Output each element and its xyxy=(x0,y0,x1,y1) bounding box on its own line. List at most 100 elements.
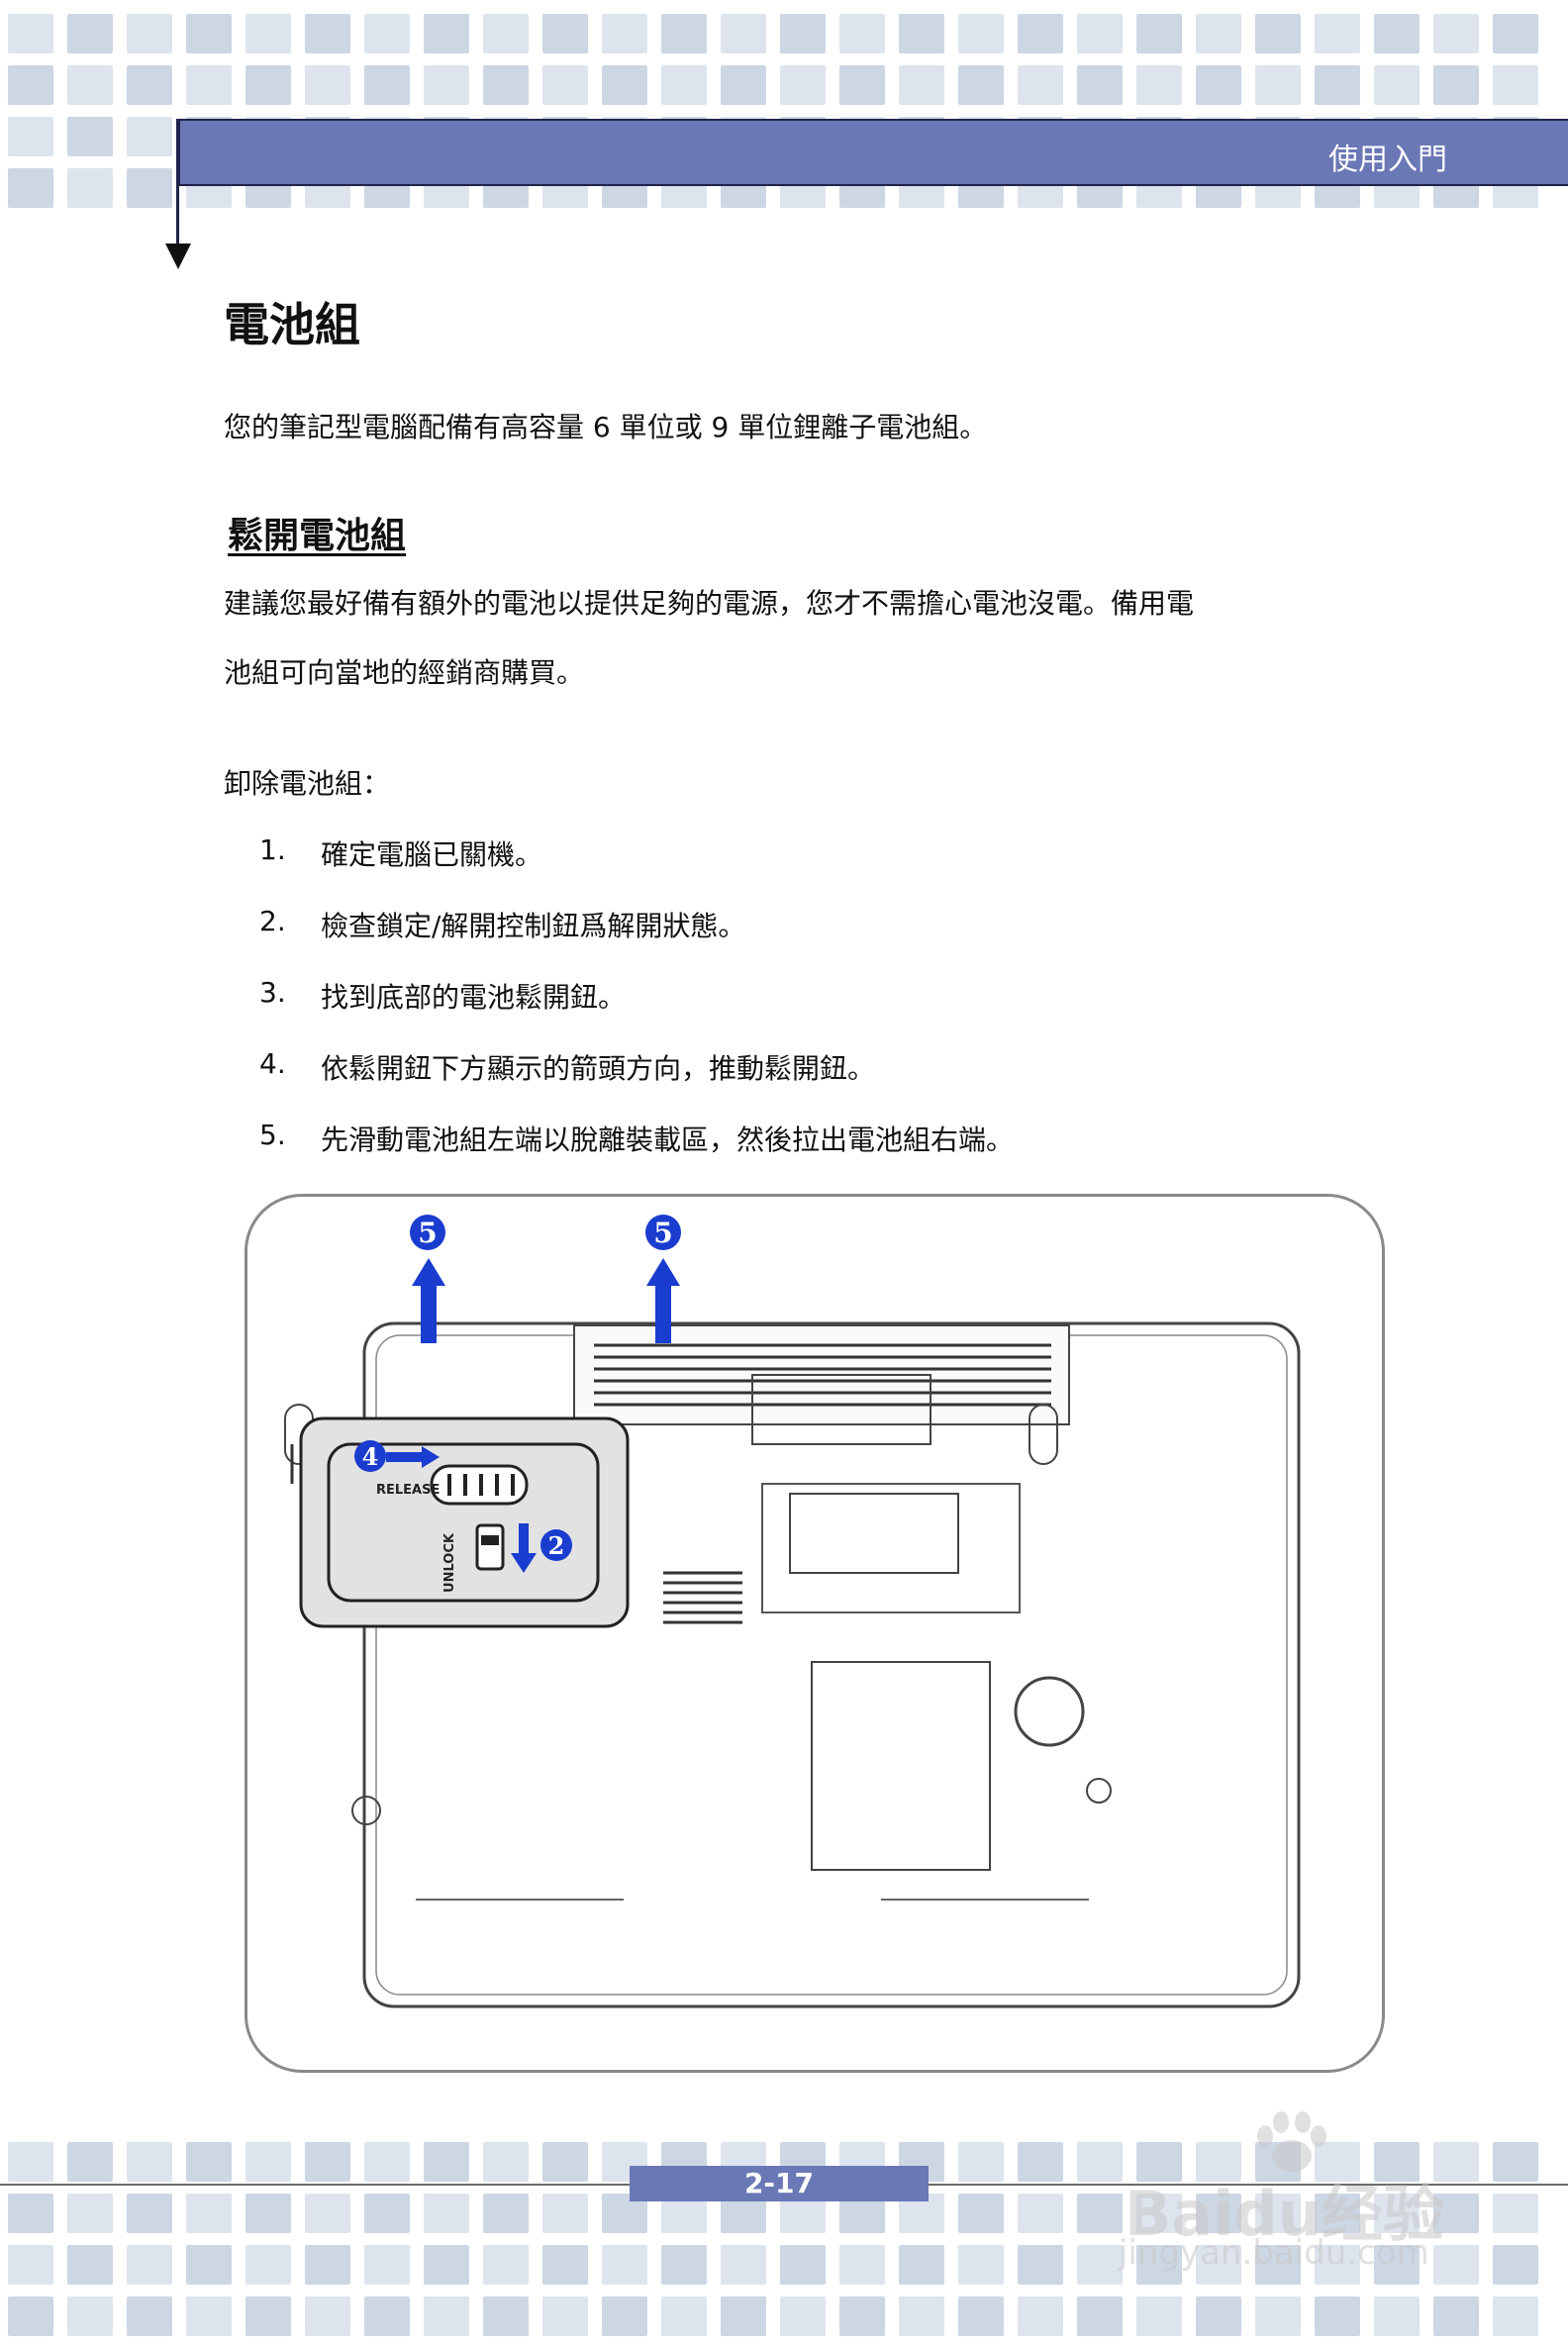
decor-tile xyxy=(542,2296,588,2336)
list-item: 1. 確定電腦已關機。 xyxy=(259,833,542,873)
step-number: 4. xyxy=(259,1047,286,1080)
decor-tile xyxy=(602,2296,647,2336)
decor-tile xyxy=(67,117,113,156)
decor-tile xyxy=(1136,14,1182,53)
decor-tile xyxy=(1136,2194,1182,2233)
decor-tile xyxy=(186,2194,232,2233)
step-number: 2. xyxy=(259,905,286,937)
decor-tile xyxy=(1077,14,1123,53)
decor-tile xyxy=(721,14,766,53)
battery-release-figure: 5 5 xyxy=(245,1194,1385,2073)
decor-tile xyxy=(127,14,172,53)
decor-tile xyxy=(1493,2194,1538,2233)
decor-tile xyxy=(186,2296,232,2336)
decor-tile xyxy=(1196,2194,1241,2233)
decor-tile xyxy=(245,2194,291,2233)
decor-tile xyxy=(127,2296,172,2336)
subheading: 鬆開電池組 xyxy=(228,516,407,556)
laptop-bottom-illustration: 5 5 xyxy=(284,1215,1301,2008)
decor-tile xyxy=(305,14,350,53)
decor-tile xyxy=(780,65,826,105)
watermark-text: Baidu经验 xyxy=(1125,2178,1444,2250)
decor-tile xyxy=(1077,65,1123,105)
page-number: 2-17 xyxy=(630,2166,929,2201)
decor-tile xyxy=(1255,2296,1301,2336)
decor-tile xyxy=(839,2245,885,2285)
decor-tile xyxy=(1374,2245,1420,2285)
decor-tile xyxy=(839,14,885,53)
decor-tile xyxy=(186,14,232,53)
decor-tile xyxy=(483,2142,529,2182)
callout-5-left: 5 xyxy=(410,1215,445,1250)
decor-tile xyxy=(602,65,647,105)
decor-tile xyxy=(364,2296,410,2336)
release-right-arrow-icon xyxy=(386,1446,440,1468)
decor-tile xyxy=(424,2296,469,2336)
decor-tile xyxy=(305,2296,350,2336)
decor-tile xyxy=(245,2142,291,2182)
decor-tile xyxy=(1077,2194,1123,2233)
decor-tile xyxy=(780,2296,826,2336)
decor-tile xyxy=(1374,14,1420,53)
intro-text: 您的筆記型電腦配備有高容量 6 單位或 9 單位鋰離子電池組。 xyxy=(224,411,988,443)
step-text: 檢查鎖定/解開控制鈕爲解開狀態。 xyxy=(321,910,746,942)
decor-tile xyxy=(424,2245,469,2285)
decor-tile xyxy=(780,14,826,53)
decor-tile xyxy=(1433,2142,1479,2182)
decor-tile xyxy=(364,2142,410,2182)
speaker xyxy=(1014,1676,1085,1747)
decor-tile xyxy=(958,2296,1004,2336)
decor-tile xyxy=(780,2245,826,2285)
decor-tile xyxy=(899,2245,944,2285)
decor-tile xyxy=(424,65,469,105)
decor-tile xyxy=(1493,2142,1538,2182)
step-text: 找到底部的電池鬆開鈕。 xyxy=(321,981,627,1014)
decor-tile xyxy=(1433,2296,1479,2336)
decor-tile xyxy=(839,65,885,105)
decor-tile xyxy=(245,2245,291,2285)
decor-tile xyxy=(1493,14,1538,53)
decor-tile xyxy=(424,2142,469,2182)
decor-tile xyxy=(1136,2296,1182,2336)
callout-label: 5 xyxy=(653,1217,672,1249)
decor-tile xyxy=(1018,2296,1063,2336)
decor-tile xyxy=(364,65,410,105)
decor-tile xyxy=(1255,2245,1301,2285)
decor-tile xyxy=(364,2245,410,2285)
decor-tile xyxy=(8,2194,53,2233)
decor-tile xyxy=(424,2194,469,2233)
decor-tile xyxy=(721,2296,766,2336)
decor-tile xyxy=(1136,2142,1182,2182)
decor-tile xyxy=(542,2245,588,2285)
callout-2: 2 xyxy=(540,1529,572,1561)
decor-tile xyxy=(1315,2296,1360,2336)
decor-tile xyxy=(1433,65,1479,105)
decor-tile xyxy=(1374,2194,1420,2233)
decor-tile xyxy=(1018,14,1063,53)
decor-tile xyxy=(542,65,588,105)
decor-tile xyxy=(958,14,1004,53)
section-title: 使用入門 xyxy=(1328,143,1447,177)
bottom-tile-pattern xyxy=(0,2142,1538,2336)
callout-5-right: 5 xyxy=(645,1215,681,1250)
decor-tile xyxy=(67,14,113,53)
decor-tile xyxy=(364,14,410,53)
decor-tile xyxy=(245,14,291,53)
decor-tile xyxy=(1018,2194,1063,2233)
decor-tile xyxy=(127,2194,172,2233)
step-text: 依鬆開鈕下方顯示的箭頭方向，推動鬆開鈕。 xyxy=(321,1052,876,1085)
decor-tile xyxy=(8,2245,53,2285)
decor-tile xyxy=(958,2142,1004,2182)
list-item: 4. 依鬆開鈕下方顯示的箭頭方向，推動鬆開鈕。 xyxy=(259,1047,875,1087)
decor-tile xyxy=(839,2296,885,2336)
decor-tile xyxy=(483,65,529,105)
decor-tile xyxy=(1018,2245,1063,2285)
decor-tile xyxy=(8,117,53,156)
decor-tile xyxy=(1077,2296,1123,2336)
decor-tile xyxy=(8,168,53,208)
decor-tile xyxy=(186,65,232,105)
decor-tile xyxy=(424,14,469,53)
decor-tile xyxy=(8,65,53,105)
decor-tile xyxy=(1315,2142,1360,2182)
list-item: 3. 找到底部的電池鬆開鈕。 xyxy=(259,976,626,1016)
